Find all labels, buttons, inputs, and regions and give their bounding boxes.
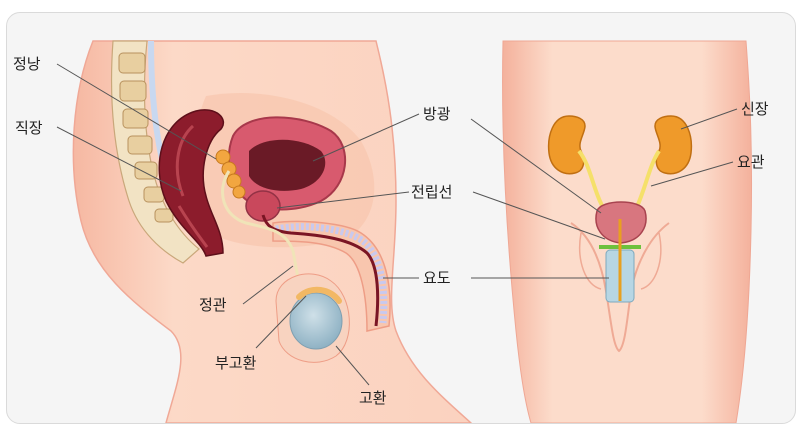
kidney-right-shape bbox=[654, 115, 693, 175]
kidney-left-shape bbox=[547, 115, 586, 175]
urethra-line bbox=[261, 214, 380, 327]
frontal-view: 신장 요관 bbox=[470, 40, 769, 423]
testis-shape bbox=[289, 292, 343, 350]
label-rectum: 직장 bbox=[15, 119, 43, 137]
label-testis: 고환 bbox=[359, 389, 387, 407]
label-kidney: 신장 bbox=[741, 100, 769, 118]
label-bladder: 방광 bbox=[423, 105, 451, 123]
epididymis-shape bbox=[296, 286, 342, 304]
label-prostate: 전립선 bbox=[411, 183, 452, 201]
label-vas-deferens: 정관 bbox=[199, 296, 227, 314]
label-ureter: 요관 bbox=[737, 153, 765, 171]
rectum-shape bbox=[158, 109, 225, 257]
label-seminal-vesicle: 정낭 bbox=[13, 55, 41, 73]
label-epididymis: 부고환 bbox=[215, 354, 257, 372]
label-urethra-left: 요도 bbox=[423, 269, 451, 287]
seminal-vesicle-shape bbox=[215, 149, 246, 199]
anatomy-diagram: 정낭 직장 방광 전립선 요도 정관 부고환 고환 bbox=[13, 40, 769, 423]
diagram-frame: 정낭 직장 방광 전립선 요도 정관 부고환 고환 bbox=[6, 12, 796, 424]
sagittal-view: 정낭 직장 방광 전립선 요도 정관 부고환 고환 bbox=[13, 40, 473, 423]
prostate-shape bbox=[245, 190, 281, 222]
